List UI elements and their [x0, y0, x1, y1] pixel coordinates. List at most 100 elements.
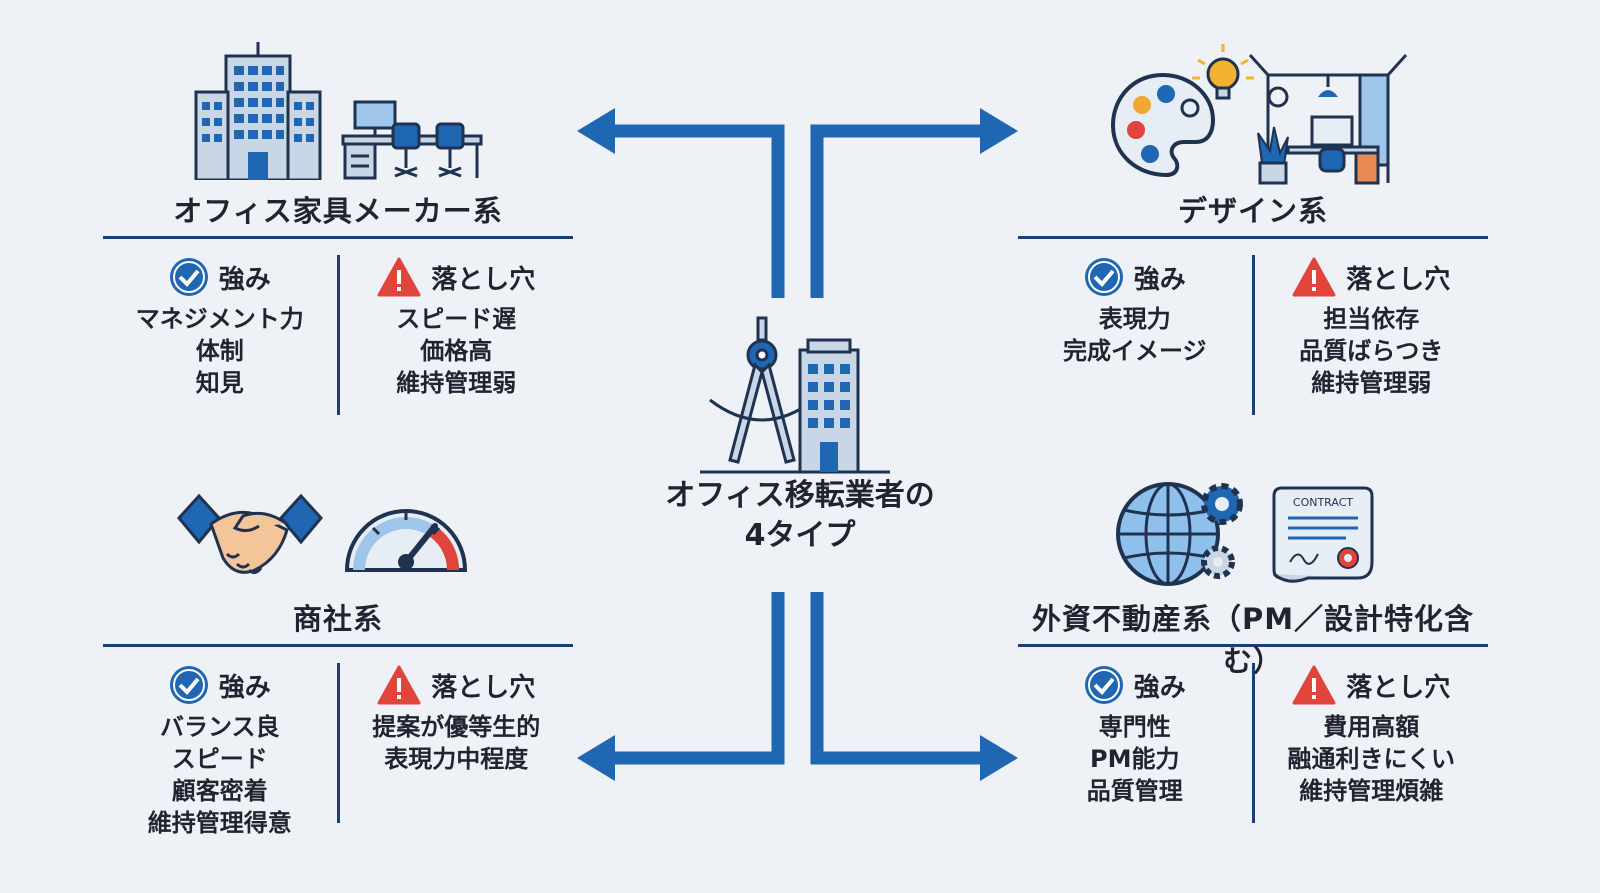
strengths-header: 強み [1018, 255, 1252, 299]
check-circle-icon [169, 258, 208, 296]
strengths-column: 強み バランス良 スピード 顧客密着 維持管理得意 [103, 663, 337, 837]
strengths-list: 表現力 完成イメージ [1018, 303, 1252, 367]
design-room-icon [1248, 53, 1408, 185]
strength-pitfall-columns: 強み マネジメント力 体制 知見 落とし穴 スピード遅 価格高 維持管理弱 [103, 255, 573, 415]
title-rule [1018, 644, 1488, 647]
list-item: 提案が優等生的 [372, 713, 541, 741]
strengths-list: マネジメント力 体制 知見 [103, 303, 337, 399]
center-title: オフィス移転業者の 4タイプ [620, 476, 980, 556]
office-desk-icon [341, 100, 483, 180]
strengths-list: 専門性 PM能力 品質管理 [1018, 711, 1252, 807]
quadrant-design: デザイン系 強み 表現力 完成イメージ 落とし穴 担当依存 品質ばらつき 維持管… [1018, 40, 1488, 415]
strengths-header: 強み [103, 255, 337, 299]
arrow-top-left [615, 124, 785, 298]
strengths-label: 強み [1133, 672, 1186, 703]
check-circle-icon [169, 666, 208, 704]
check-circle-icon [1084, 666, 1123, 704]
list-item: 完成イメージ [1062, 337, 1207, 365]
arrowhead-bottom-right [980, 735, 1018, 781]
quadrant-furniture-maker: オフィス家具メーカー系 強み マネジメント力 体制 知見 落とし穴 スピード遅 … [103, 40, 573, 415]
warning-triangle-icon [1292, 665, 1336, 705]
column-divider [1251, 663, 1255, 823]
pitfalls-column: 落とし穴 担当依存 品質ばらつき 維持管理弱 [1255, 255, 1489, 415]
warning-triangle-icon [377, 665, 421, 705]
quadrant-foreign-real-estate: CONTRACT 外資不動産系（PM／設計特化含む） 強み 専門性 PM能力 品… [1018, 448, 1488, 823]
title-rule [103, 644, 573, 647]
column-divider [1251, 255, 1255, 415]
center-title-line2: 4タイプ [744, 518, 856, 553]
strength-pitfall-columns: 強み 専門性 PM能力 品質管理 落とし穴 費用高額 融通利きにくい 維持管理煩… [1018, 663, 1488, 823]
pitfalls-label: 落とし穴 [431, 672, 536, 703]
pitfalls-label: 落とし穴 [1346, 264, 1451, 295]
strengths-header: 強み [103, 663, 337, 707]
list-item: バランス良 [159, 713, 280, 741]
strengths-label: 強み [1133, 264, 1186, 295]
check-circle-icon [1084, 258, 1123, 296]
palette-icon [1110, 72, 1216, 178]
arrowhead-top-right [980, 108, 1018, 154]
quadrant-icons [103, 448, 573, 598]
pitfalls-label: 落とし穴 [1346, 672, 1451, 703]
compass-building-icon [700, 316, 890, 474]
contract-icon: CONTRACT [1272, 486, 1374, 583]
list-item: 顧客密着 [171, 777, 268, 805]
list-item: 担当依存 [1323, 305, 1420, 333]
list-item: 専門性 [1098, 713, 1171, 741]
arrow-bottom-right [810, 592, 980, 765]
list-item: 品質ばらつき [1299, 337, 1444, 365]
list-item: 品質管理 [1086, 777, 1183, 805]
list-item: 価格高 [420, 337, 493, 365]
strengths-column: 強み 表現力 完成イメージ [1018, 255, 1252, 415]
strengths-label: 強み [218, 672, 271, 703]
list-item: スピード [171, 745, 268, 773]
strengths-label: 強み [218, 264, 271, 295]
pitfalls-header: 落とし穴 [340, 663, 574, 707]
globe-gear-icon [1116, 482, 1243, 586]
list-item: 表現力中程度 [384, 745, 529, 773]
quadrant-icons [1018, 40, 1488, 190]
office-building-icon [194, 42, 322, 180]
pitfalls-column: 落とし穴 提案が優等生的 表現力中程度 [340, 663, 574, 823]
list-item: 維持管理弱 [396, 369, 517, 397]
warning-triangle-icon [377, 257, 421, 297]
center-title-line1: オフィス移転業者の [665, 478, 935, 513]
list-item: 費用高額 [1323, 713, 1420, 741]
pitfalls-list: 費用高額 融通利きにくい 維持管理煩雑 [1255, 711, 1489, 807]
column-divider [336, 255, 340, 415]
title-rule [1018, 236, 1488, 239]
list-item: 融通利きにくい [1287, 745, 1456, 773]
quadrant-title: 外資不動産系（PM／設計特化含む） [1031, 602, 1475, 678]
column-divider [336, 663, 340, 823]
speedometer-icon [344, 509, 468, 572]
arrowhead-bottom-left [577, 735, 615, 781]
pitfalls-header: 落とし穴 [1255, 663, 1489, 707]
strengths-header: 強み [1018, 663, 1252, 707]
arrow-bottom-left [615, 592, 785, 765]
strengths-column: 強み マネジメント力 体制 知見 [103, 255, 337, 415]
title-rule [103, 236, 573, 239]
list-item: PM能力 [1090, 745, 1180, 773]
pitfalls-label: 落とし穴 [431, 264, 536, 295]
pitfalls-header: 落とし穴 [1255, 255, 1489, 299]
list-item: 体制 [195, 337, 244, 365]
warning-triangle-icon [1292, 257, 1336, 297]
quadrant-title: 商社系 [292, 602, 383, 636]
list-item: マネジメント力 [135, 305, 304, 333]
contract-title: CONTRACT [1293, 496, 1353, 509]
list-item: 維持管理得意 [147, 809, 292, 837]
pitfalls-column: 落とし穴 費用高額 融通利きにくい 維持管理煩雑 [1255, 663, 1489, 823]
list-item: 表現力 [1098, 305, 1171, 333]
strengths-list: バランス良 スピード 顧客密着 維持管理得意 [103, 711, 337, 839]
strength-pitfall-columns: 強み バランス良 スピード 顧客密着 維持管理得意 落とし穴 提案が優等生的 表… [103, 663, 574, 837]
strength-pitfall-columns: 強み 表現力 完成イメージ 落とし穴 担当依存 品質ばらつき 維持管理弱 [1018, 255, 1488, 415]
pitfalls-list: 担当依存 品質ばらつき 維持管理弱 [1255, 303, 1489, 399]
lightbulb-icon [1192, 44, 1254, 100]
pitfalls-list: 提案が優等生的 表現力中程度 [340, 711, 574, 775]
list-item: 維持管理煩雑 [1299, 777, 1444, 805]
quadrant-title: デザイン系 [1177, 194, 1328, 228]
handshake-icon [177, 493, 323, 575]
quadrant-icons: CONTRACT [1018, 448, 1488, 598]
list-item: 知見 [195, 369, 244, 397]
arrow-top-right [810, 124, 980, 298]
